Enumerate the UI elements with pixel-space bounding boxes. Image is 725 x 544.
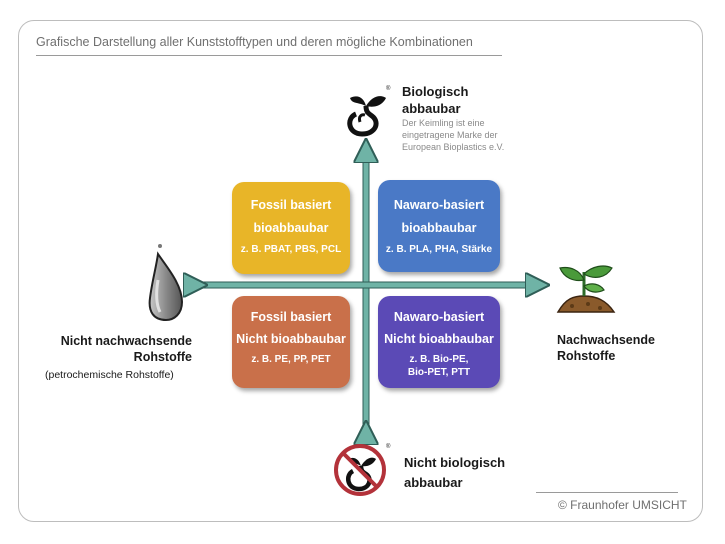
right-label-line1: Nachwachsende — [557, 333, 655, 347]
quadrant-examples: z. B. PBAT, PBS, PCL — [240, 244, 342, 255]
quadrant-title: Nawaro-basiert — [393, 198, 485, 212]
top-label-line2: abbaubar — [402, 101, 461, 116]
trademark-note-line1: Der Keimling ist eine — [402, 118, 485, 128]
oil-drop-icon — [148, 244, 184, 322]
quadrant-examples-cont: Bio-PET, PTT — [407, 367, 471, 378]
quadrant-examples: z. B. PE, PP, PET — [251, 354, 331, 365]
left-label-note: (petrochemische Rohstoffe) — [45, 369, 174, 381]
quadrant-title: Nawaro-basiert — [393, 310, 485, 324]
registered-mark-top: ® — [386, 86, 391, 92]
right-label: Nachwachsende Rohstoffe — [557, 332, 655, 364]
quadrant-renewable-nonbiodegradable: Nawaro-basiert Nicht bioabbaubar z. B. B… — [378, 296, 500, 388]
top-label: Biologisch abbaubar — [402, 83, 468, 117]
top-label-line1: Biologisch — [402, 84, 469, 99]
left-label: Nicht nachwachsende Rohstoffe — [52, 333, 192, 365]
quadrant-title: Fossil basiert — [250, 310, 332, 324]
quadrant-fossil-biodegradable: Fossil basiert bioabbaubar z. B. PBAT, P… — [232, 182, 350, 274]
quadrant-subtitle: bioabbaubar — [253, 221, 329, 235]
panel-frame — [18, 20, 703, 522]
crossed-seedling-logo-icon — [334, 444, 386, 496]
bottom-label-line2: abbaubar — [404, 475, 463, 490]
quadrant-renewable-biodegradable: Nawaro-basiert bioabbaubar z. B. PLA, PH… — [378, 180, 500, 272]
trademark-note-line3: European Bioplastics e.V. — [402, 142, 505, 152]
trademark-note-line2: eingetragene Marke der — [402, 130, 498, 140]
quadrant-fossil-nonbiodegradable: Fossil basiert Nicht bioabbaubar z. B. P… — [232, 296, 350, 388]
page-title: Grafische Darstellung aller Kunststoffty… — [36, 35, 473, 49]
bottom-label: Nicht biologisch abbaubar — [404, 453, 505, 493]
registered-mark-bottom: ® — [386, 444, 391, 450]
left-label-line1: Nicht nachwachsende — [60, 334, 192, 348]
quadrant-examples: z. B. Bio-PE, — [409, 354, 469, 365]
right-label-line2: Rohstoffe — [557, 349, 616, 363]
quadrant-examples: z. B. PLA, PHA, Stärke — [385, 244, 493, 255]
left-label-line2: Rohstoffe — [133, 350, 192, 364]
trademark-note: Der Keimling ist eine eingetragene Marke… — [402, 117, 504, 153]
copyright-footer: © Fraunhofer UMSICHT — [558, 498, 687, 512]
quadrant-subtitle: Nicht bioabbaubar — [384, 332, 494, 346]
quadrant-subtitle: Nicht bioabbaubar — [236, 332, 346, 346]
title-divider — [36, 55, 502, 56]
seedling-logo-icon — [347, 96, 386, 137]
quadrant-subtitle: bioabbaubar — [401, 221, 477, 235]
bottom-label-line1: Nicht biologisch — [404, 455, 506, 470]
footer-divider — [536, 492, 678, 493]
plant-sprout-icon — [556, 265, 616, 313]
quadrant-title: Fossil basiert — [250, 198, 332, 212]
